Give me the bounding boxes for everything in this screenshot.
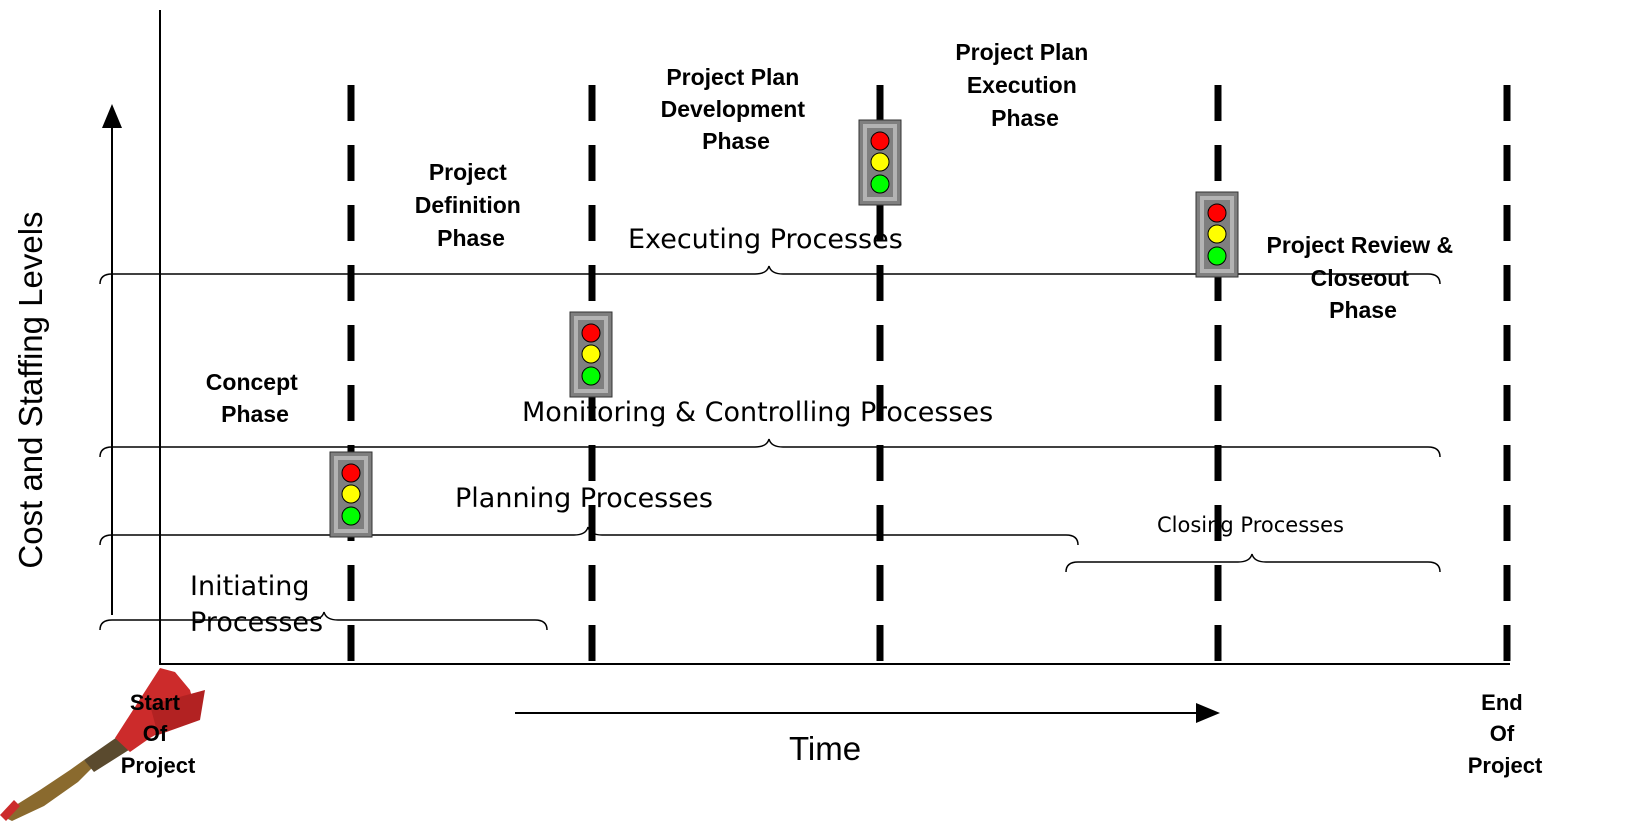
start-of-project-label: Start Of Project <box>121 690 196 778</box>
planning-processes-label: Planning Processes <box>455 483 713 514</box>
concept-phase-label: Concept Phase <box>206 369 304 427</box>
initiating-processes-label: Initiating Processes <box>190 571 323 638</box>
development-phase-label: Project Plan Development Phase <box>661 64 812 154</box>
y-axis-label: Cost and Staffing Levels <box>12 211 49 568</box>
executing-processes-label: Executing Processes <box>628 224 903 255</box>
definition-phase-label: Project Definition Phase <box>415 159 527 251</box>
brace-closing <box>1065 553 1441 573</box>
traffic-light-icon <box>858 119 902 206</box>
brace-planning <box>99 526 1079 546</box>
traffic-light-icon <box>569 311 613 398</box>
time-arrowhead <box>1196 703 1220 723</box>
cost-arrowhead <box>102 104 122 128</box>
brace-monitoring <box>99 438 1441 458</box>
dart-icon <box>0 668 205 821</box>
traffic-light-icon <box>1195 191 1239 278</box>
closing-processes-label: Closing Processes <box>1157 513 1344 537</box>
monitoring-processes-label: Monitoring & Controlling Processes <box>522 397 993 428</box>
x-axis-label: Time <box>789 730 861 767</box>
traffic-light-icon <box>329 451 373 538</box>
brace-executing <box>99 265 1441 285</box>
end-of-project-label: End Of Project <box>1468 690 1543 778</box>
execution-phase-label: Project Plan Execution Phase <box>955 39 1094 131</box>
brace-initiating <box>99 611 548 631</box>
review-phase-label: Project Review & Closeout Phase <box>1266 232 1459 323</box>
